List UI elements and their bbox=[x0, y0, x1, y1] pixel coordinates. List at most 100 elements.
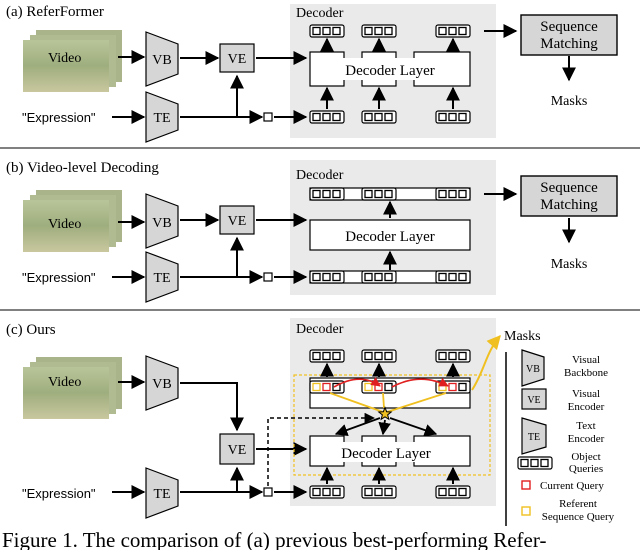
legend-te-icon-label: TE bbox=[528, 432, 540, 443]
panel-a-video-frames bbox=[23, 30, 122, 92]
panel-a-te-label: TE bbox=[153, 111, 170, 126]
panel-a-decoder-layer-label: Decoder Layer bbox=[345, 63, 435, 79]
panel-c-vertical-arrows bbox=[320, 362, 460, 484]
panel-c-ve-label: VE bbox=[228, 443, 247, 458]
panel-b-video-label: Video bbox=[48, 217, 81, 232]
panel-c-text-feature-dashed-path bbox=[267, 412, 376, 486]
legend-vb-line2: Backbone bbox=[564, 367, 608, 379]
panel-b-decoder-layer bbox=[309, 219, 471, 251]
panel-b-decoder-layer-label: Decoder Layer bbox=[345, 229, 435, 245]
panel-c-input-queries bbox=[309, 485, 471, 499]
panel-c-referent-aggregation bbox=[329, 392, 447, 413]
panel-c-video-frames bbox=[23, 357, 122, 419]
panel-b-input-query-group bbox=[435, 270, 471, 284]
legend-vb-shape-icon bbox=[521, 349, 545, 387]
panel-a-masks: Masks bbox=[551, 94, 588, 109]
legend-ve-line2: Encoder bbox=[568, 401, 605, 413]
panel-a-input-query-group bbox=[309, 110, 345, 124]
panel-a: (a) ReferFormer Decoder Video VB VE "Exp… bbox=[6, 4, 618, 143]
panel-b-seq-line1: Sequence bbox=[540, 180, 598, 196]
legend-rq-line2: Sequence Query bbox=[542, 511, 615, 523]
panel-c-referent-to-masks-arrow bbox=[471, 334, 501, 391]
panel-c-output-query-group bbox=[435, 349, 471, 363]
panel-a-visual-backbone bbox=[145, 31, 179, 87]
panel-c-decoder-layer-label-bg bbox=[336, 442, 436, 462]
panel-c-te-label: TE bbox=[153, 487, 170, 502]
panel-c-star-to-decoder-arrows bbox=[334, 417, 438, 437]
panel-b-seq-line2: Matching bbox=[540, 197, 598, 213]
panel-c-output-query-group bbox=[361, 349, 397, 363]
panel-c-output-queries bbox=[309, 349, 471, 363]
panel-a-ve-label: VE bbox=[228, 52, 247, 67]
panel-b-input-queries bbox=[309, 270, 471, 284]
panel-b-masks: Masks bbox=[551, 257, 588, 272]
legend-vb-icon-label: VB bbox=[526, 364, 540, 375]
panel-c-video-label: Video bbox=[48, 375, 81, 390]
panel-c-middle-query-group bbox=[361, 380, 397, 394]
legend-object-queries-glyph bbox=[517, 456, 553, 470]
panel-b-sequence-matching bbox=[520, 175, 618, 217]
panel-c-expression-label: "Expression" bbox=[22, 486, 96, 501]
panel-b-input-query-group bbox=[309, 270, 345, 284]
panel-c-decoder-title: Decoder bbox=[296, 322, 344, 337]
legend-te-shape-icon bbox=[521, 417, 547, 455]
panel-c-title: (c) Ours bbox=[6, 322, 56, 338]
panel-c-visual-backbone bbox=[145, 355, 179, 411]
legend-te-line1: Text bbox=[576, 420, 595, 432]
legend-ve-shape-icon bbox=[521, 388, 547, 410]
panel-a-decoder-layer-label-bg bbox=[338, 58, 436, 80]
legend-vb-line1: Visual bbox=[572, 354, 600, 366]
panel-b-vb-label: VB bbox=[152, 216, 171, 231]
legend-object-queries-icon bbox=[517, 456, 553, 470]
panel-a-seq-line1: Sequence bbox=[540, 19, 598, 35]
legend-oq-line1: Object bbox=[571, 451, 600, 463]
panel-b-text-encoder bbox=[145, 251, 179, 303]
panel-c-output-query-group bbox=[309, 349, 345, 363]
panel-b-visual-backbone bbox=[145, 193, 179, 249]
panel-b-te-label: TE bbox=[153, 271, 170, 286]
panel-a-vertical-arrows bbox=[320, 37, 460, 109]
legend-current-query-icon bbox=[521, 480, 531, 490]
panel-a-input-queries bbox=[309, 110, 471, 124]
panel-a-sequence-matching bbox=[520, 14, 618, 56]
legend: VB Visual Backbone VE Visual Encoder TE … bbox=[517, 349, 615, 523]
legend-ve-line1: Visual bbox=[572, 388, 600, 400]
panel-b-title: (b) Video-level Decoding bbox=[6, 160, 159, 176]
panel-a-video-label: Video bbox=[48, 51, 81, 66]
panel-b-output-query-group bbox=[435, 187, 471, 201]
panel-a-decoder-title: Decoder bbox=[296, 6, 344, 21]
panel-b-video-frames bbox=[23, 190, 122, 252]
panel-b-text-token bbox=[263, 272, 273, 282]
panel-a-output-query-group bbox=[361, 24, 397, 38]
panel-c: (c) Ours Decoder Video VB VE "Expression… bbox=[6, 318, 615, 526]
figure-caption: Figure 1. The comparison of (a) previous… bbox=[2, 528, 546, 550]
panel-b-output-queries bbox=[309, 187, 471, 201]
panel-c-vb-label: VB bbox=[152, 377, 171, 392]
panel-b-decoder-title: Decoder bbox=[296, 168, 344, 183]
panel-c-text-encoder bbox=[145, 467, 179, 519]
panel-b-ve-label: VE bbox=[228, 214, 247, 229]
legend-ve-icon-label: VE bbox=[527, 395, 540, 406]
panel-c-middle-query-group bbox=[309, 380, 345, 394]
legend-referent-query-icon bbox=[521, 506, 531, 516]
panel-c-decoder-background bbox=[290, 318, 496, 506]
panel-c-referent-star-icon bbox=[377, 406, 393, 421]
panel-b: (b) Video-level Decoding Decoder Video V… bbox=[6, 160, 618, 303]
panel-b-output-query-group bbox=[309, 187, 345, 201]
panel-b-visual-encoder bbox=[219, 205, 255, 235]
panel-c-input-query-group bbox=[309, 485, 345, 499]
panel-b-output-query-group bbox=[361, 187, 397, 201]
panel-c-decoder-layer-label: Decoder Layer bbox=[341, 446, 431, 462]
panel-a-expression-label: "Expression" bbox=[22, 110, 96, 125]
legend-oq-line2: Queries bbox=[569, 463, 603, 475]
panel-a-title: (a) ReferFormer bbox=[6, 4, 104, 20]
panel-c-visual-encoder bbox=[219, 433, 255, 465]
panel-a-input-query-group bbox=[361, 110, 397, 124]
panel-a-decoder-layer-frame-3 bbox=[413, 51, 471, 87]
panel-a-text-token bbox=[263, 112, 273, 122]
legend-current-query-label: Current Query bbox=[540, 480, 604, 492]
panel-b-expression-label: "Expression" bbox=[22, 270, 96, 285]
panel-a-output-queries bbox=[309, 24, 471, 38]
